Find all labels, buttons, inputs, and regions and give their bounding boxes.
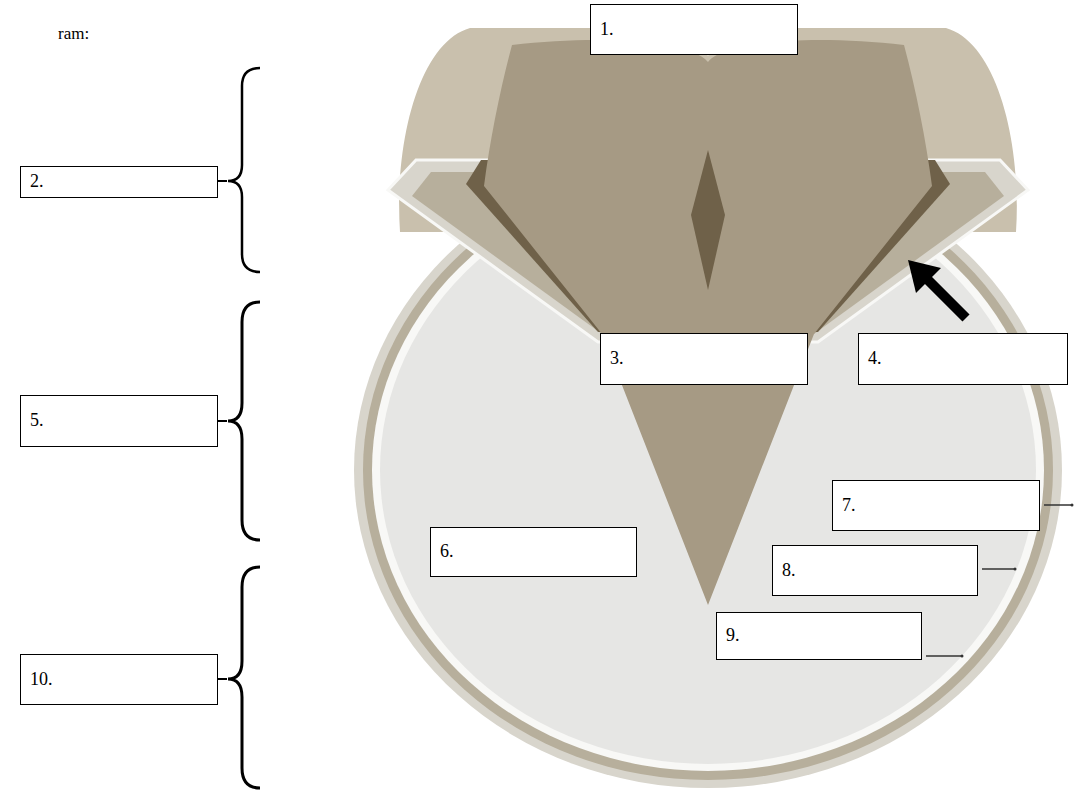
leader-dot xyxy=(1014,568,1017,571)
heading-fragment: ram: xyxy=(58,24,89,44)
label-box: 3. xyxy=(600,333,808,385)
leader-dot xyxy=(1071,504,1074,507)
callout-number: 3. xyxy=(610,349,624,369)
bracket xyxy=(228,567,260,788)
leader-dot xyxy=(961,655,964,658)
callout-number: 8. xyxy=(782,561,796,581)
callout-number: 2. xyxy=(30,172,44,192)
bracket-tick xyxy=(218,678,227,680)
callout-number: 4. xyxy=(868,349,882,369)
callout-number: 1. xyxy=(600,20,614,40)
callout-number: 6. xyxy=(440,542,454,562)
leader-line xyxy=(1044,504,1072,506)
label-box: 4. xyxy=(858,333,1068,385)
pointer-arrow-shaft xyxy=(926,278,966,318)
pointer-arrow-head xyxy=(908,260,941,293)
bracket xyxy=(228,68,260,272)
label-box: 10. xyxy=(20,654,218,705)
label-box: 5. xyxy=(20,395,218,447)
label-box: 7. xyxy=(832,480,1040,531)
callout-number: 7. xyxy=(842,496,856,516)
bracket xyxy=(228,302,260,540)
callout-number: 10. xyxy=(30,670,53,690)
label-box: 2. xyxy=(20,166,218,198)
bracket-tick xyxy=(218,420,227,422)
leader-line xyxy=(982,568,1015,570)
leader-line xyxy=(926,655,962,657)
label-box: 8. xyxy=(772,545,978,596)
bracket-tick xyxy=(218,180,227,182)
label-box: 1. xyxy=(590,4,798,55)
central-sulcus xyxy=(691,150,725,290)
label-box: 9. xyxy=(716,612,922,660)
callout-number: 9. xyxy=(726,626,740,646)
callout-number: 5. xyxy=(30,411,44,431)
label-box: 6. xyxy=(430,527,637,577)
